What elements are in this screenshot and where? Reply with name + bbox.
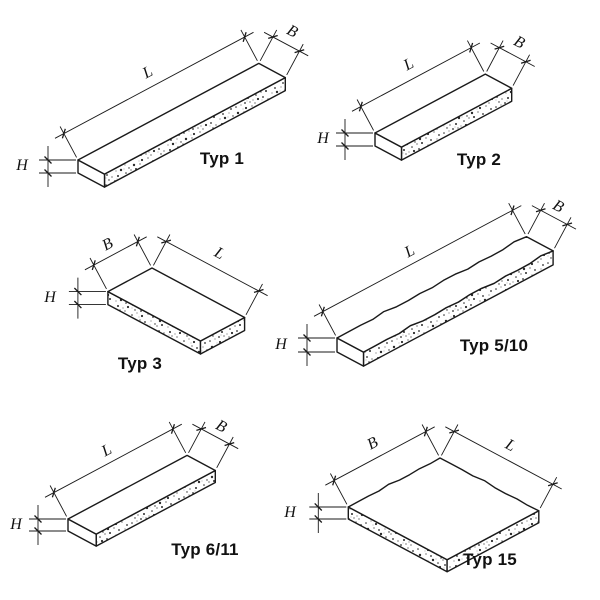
dim-label-height-typ5-10: H — [275, 336, 287, 353]
slab-top-face — [336, 236, 554, 353]
dim-label-height-typ6-11: H — [10, 516, 22, 533]
dim-label-height-typ2: H — [317, 130, 329, 147]
slab-typ3 — [68, 234, 268, 355]
dimension-lines — [309, 424, 562, 533]
dim-label-height-typ15: H — [284, 504, 296, 521]
dimension-lines — [298, 202, 577, 366]
slab-typ5-10 — [298, 202, 577, 367]
type-label-typ3: Typ 3 — [117, 354, 163, 373]
dim-label-height-typ3: H — [44, 289, 56, 306]
dimension-lines — [68, 234, 268, 319]
slab-top-face — [77, 62, 286, 175]
slab-typ15 — [309, 424, 562, 573]
type-label-typ1: Typ 1 — [199, 149, 245, 168]
dimension-ticks — [44, 32, 305, 177]
type-label-typ6-11: Typ 6/11 — [171, 540, 239, 559]
slab-typ1 — [39, 29, 309, 188]
dimension-ticks — [34, 424, 235, 535]
dimension-lines — [336, 40, 535, 160]
dimension-lines — [39, 29, 309, 187]
type-label-typ5-10: Typ 5/10 — [459, 336, 529, 355]
dimension-ticks — [314, 426, 558, 523]
dimension-lines — [29, 421, 239, 545]
dimension-ticks — [73, 236, 264, 309]
slab-typ6-11 — [29, 421, 239, 547]
slab-typ2 — [336, 40, 535, 161]
dim-label-height-typ1: H — [16, 157, 28, 174]
slab-top-face — [67, 454, 216, 535]
dimension-ticks — [303, 205, 573, 356]
type-label-typ2: Typ 2 — [456, 150, 502, 169]
dimension-ticks — [341, 42, 531, 150]
slab-top-face — [347, 457, 540, 561]
type-label-typ15: Typ 15 — [463, 550, 517, 569]
slab-top-face — [374, 73, 513, 148]
slab-top-face — [107, 267, 246, 342]
